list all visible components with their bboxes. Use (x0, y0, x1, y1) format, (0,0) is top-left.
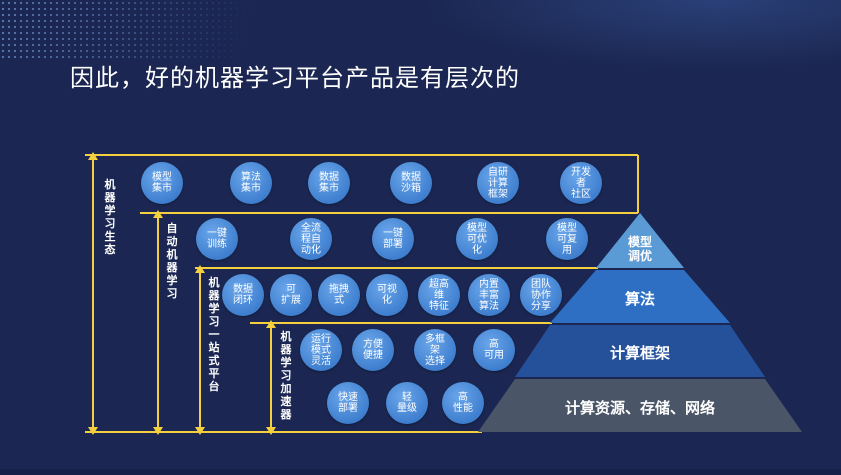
pyramid-tier-1 (596, 213, 684, 268)
circle-fast-deploy: 快速 部署 (327, 382, 369, 424)
circle-extensible: 可 扩展 (270, 274, 312, 316)
layer-1-arrow-top (88, 152, 98, 160)
dot-pattern-decoration (0, 0, 330, 60)
circle-data-loop: 数据 闭环 (222, 274, 264, 316)
circle-lightweight: 轻 量级 (386, 382, 428, 424)
circle-high-performance: 高 性能 (442, 382, 484, 424)
circle-self-developed-framework: 自研 计算 框架 (477, 162, 519, 204)
layer-3-label: 机器学习一站式平台 (208, 276, 220, 393)
circle-team-collaboration: 团队 协作 分享 (520, 274, 562, 316)
circle-one-click-deploy: 一键 部署 (372, 218, 414, 260)
circle-convenient: 方便 便捷 (352, 329, 394, 371)
layer-1-label: 机器学习生态 (104, 178, 116, 256)
circle-model-optimizable: 模型 可优 化 (456, 218, 498, 260)
circle-algorithm-market: 算法 集市 (230, 162, 272, 204)
circle-developer-community: 开发 者 社区 (560, 162, 602, 204)
circle-data-sandbox: 数据 沙箱 (390, 162, 432, 204)
pyramid-label-model-tuning: 模型 调优 (627, 235, 652, 263)
circle-high-availability: 高 可用 (473, 329, 515, 371)
layer-2-label: 自动机器学习 (166, 222, 178, 300)
pyramid-label-algorithm: 算法 (624, 290, 655, 308)
circle-built-in-algorithms: 内置 丰富 算法 (468, 274, 510, 316)
circle-data-market: 数据 集市 (308, 162, 350, 204)
circle-full-process-automation: 全流 程自 动化 (290, 218, 332, 260)
circle-flexible-run-mode: 运行 模式 灵活 (300, 329, 342, 371)
layer-1-arrow-bottom (88, 427, 98, 435)
circle-drag-and-drop: 拖拽 式 (318, 274, 360, 316)
circle-multi-framework: 多框 架 选择 (414, 329, 456, 371)
circle-one-click-training: 一键 训练 (196, 218, 238, 260)
pyramid-tier-4 (478, 379, 802, 432)
circle-high-dim-features: 超高 维 特征 (418, 274, 460, 316)
layer-4-arrow-bottom (266, 427, 276, 435)
pyramid-label-compute-framework: 计算框架 (609, 344, 670, 362)
page-title: 因此，好的机器学习平台产品是有层次的 (70, 64, 520, 92)
top-glow-decoration (421, 0, 841, 70)
footer-bar (0, 469, 841, 475)
layer-4-label: 机器学习加速器 (280, 330, 292, 421)
circle-model-reusable: 模型 可复 用 (546, 218, 588, 260)
circle-visualization: 可视 化 (366, 274, 408, 316)
layer-2-arrow-bottom (153, 427, 163, 435)
pyramid-label-compute-resources: 计算资源、存储、网络 (564, 399, 715, 417)
layer-4-arrow-top (266, 320, 276, 328)
pyramid-tier-3 (515, 325, 765, 377)
layer-3-arrow-top (195, 265, 205, 273)
layer-2-arrow-top (153, 210, 163, 218)
circle-model-market: 模型 集市 (141, 162, 183, 204)
layer-3-arrow-bottom (195, 427, 205, 435)
pyramid-tier-2 (550, 270, 730, 323)
